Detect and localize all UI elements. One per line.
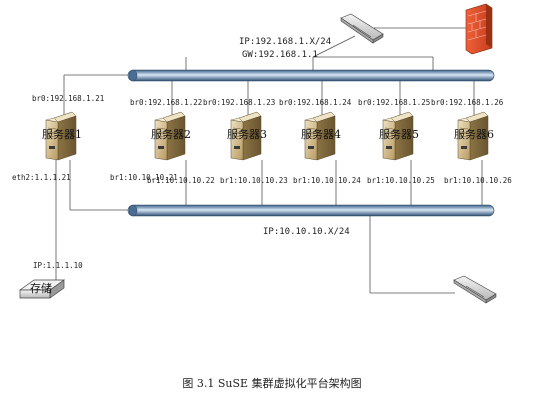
server-5: 服务器5 br0:192.168.1.25 br1:10.10.10.25 [358,81,435,205]
top-network-bus [127,69,495,82]
storage-ip-label: IP:1.1.1.10 [33,261,83,270]
servers-group: 服务器1 br0:192.168.1.21 br1:10.10.10.21 eth2:… [12,81,512,205]
server-br0-label: br0:192.168.1.23 [203,98,275,107]
server-name: 服务器1 [42,128,82,141]
server-1: 服务器1 br0:192.168.1.21 br1:10.10.10.21 eth2:… [12,94,178,182]
top-network-gw-label: GW:192.168.1.1 [242,50,318,60]
server-2: 服务器2 br0:192.168.1.22 br1:10.10.10.22 [130,81,215,205]
storage-label: 存储 [30,281,52,295]
firewall-icon [465,3,493,55]
server-br0-label: br0:192.168.1.25 [358,98,430,107]
figure-caption: 图 3.1 SuSE 集群虚拟化平台架构图 [182,376,361,390]
server-br1-label: br1:10.10.10.26 [444,176,512,185]
top-network-ip-label: IP:192.168.1.X/24 [239,37,331,47]
bottom-switch-icon [453,275,497,304]
server-name: 服务器5 [379,128,419,141]
server-br1-label: br1:10.10.10.25 [367,176,435,185]
bottom-network-wiring [369,216,455,294]
bottom-network-bus [127,204,495,217]
server-name: 服务器3 [227,128,267,141]
top-switch-icon [340,13,384,44]
server-name: 服务器2 [151,128,191,141]
top-network-wiring [185,27,474,72]
server-br0-label: br0:192.168.1.26 [431,98,504,107]
storage-icon [18,279,66,299]
server-4: 服务器4 br0:192.168.1.24 br1:10.10.10.24 [279,81,361,205]
server-6: 服务器6 br0:192.168.1.26 br1:10.10.10.26 [431,81,512,205]
server-name: 服务器6 [454,128,494,141]
server-name: 服务器4 [301,128,341,141]
server-br1-label: br1:10.10.10.24 [293,176,361,185]
server-br0-label: br0:192.168.1.24 [279,98,352,107]
server-br1-label: br1:10.10.10.21 [110,173,178,182]
server-eth2-label: eth2:1.1.1.21 [12,173,71,182]
server-br1-label: br1:10.10.10.22 [147,176,215,185]
server-br0-label: br0:192.168.1.21 [32,94,104,103]
bottom-network-ip-label: IP:10.10.10.X/24 [263,227,350,237]
server1-wiring [55,74,128,282]
server-3: 服务器3 br0:192.168.1.23 br1:10.10.10.23 [203,81,288,205]
server-br1-label: br1:10.10.10.23 [220,176,288,185]
server-br0-label: br0:192.168.1.22 [130,98,202,107]
